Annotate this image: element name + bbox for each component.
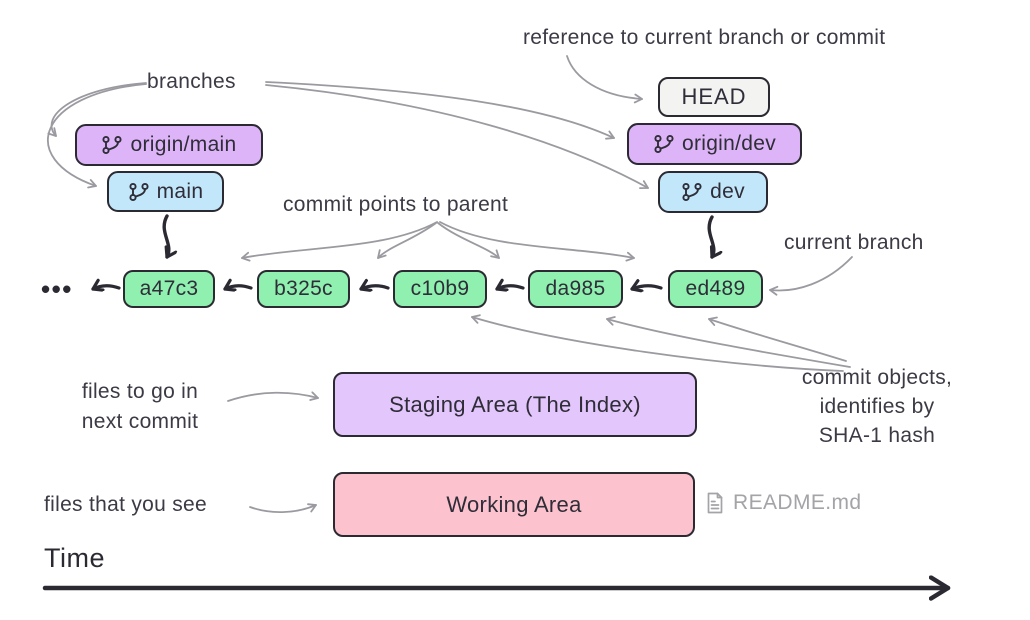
arrow-dev-to-ed489 [707, 215, 714, 259]
git-branch-icon [102, 135, 123, 155]
working-area-box: Working Area [333, 472, 695, 537]
arrow-parent-fork-2 [377, 222, 437, 259]
commit-objects-line-1: commit objects, [801, 366, 953, 389]
arrow-objects-to-da985 [606, 316, 851, 368]
origin-dev-branch-box: origin/dev [627, 123, 802, 165]
commit-box-ed489: ed489 [668, 270, 763, 308]
commit-objects-annotation: commit objects, identifies by SHA-1 hash [777, 363, 977, 450]
arrow-b325c-to-a47c3 [223, 286, 253, 289]
current-branch-annotation: current branch [784, 231, 924, 254]
arrow-files-see-to-working [249, 503, 317, 513]
origin-main-label: origin/main [130, 133, 237, 156]
git-branch-icon [654, 134, 674, 154]
arrow-current-branch-to-ed489 [769, 256, 853, 296]
arrow-objects-to-c10b9 [471, 314, 844, 372]
git-branch-icon [129, 182, 149, 201]
commit-points-annotation: commit points to parent [283, 193, 509, 216]
arrow-main-to-a47c3 [162, 214, 169, 259]
time-axis-label: Time [44, 543, 105, 573]
arrow-files-next-to-staging [227, 391, 319, 402]
arrow-branches-to-origin-dev [265, 81, 615, 140]
arrow-objects-to-ed489 [708, 316, 847, 362]
document-icon [707, 492, 723, 514]
readme-file: README.md [704, 491, 861, 515]
arrow-reference-to-head [566, 55, 643, 104]
commit-objects-line-3: SHA-1 hash [818, 424, 936, 447]
commit-objects-line-2: identifies by [819, 395, 935, 418]
head-label: HEAD [681, 84, 747, 109]
reference-annotation: reference to current branch or commit [523, 26, 886, 49]
files-next-annotation: files to go in next commit [58, 377, 222, 437]
commit-box-b325c: b325c [257, 270, 350, 308]
dev-branch-box: dev [658, 171, 768, 213]
older-commits-ellipsis: ••• [41, 274, 73, 304]
git-branch-icon [682, 182, 702, 202]
main-label: main [156, 179, 204, 203]
commit-box-a47c3: a47c3 [123, 270, 215, 308]
arrow-branches-to-dev [265, 84, 649, 190]
files-next-line-1: files to go in [81, 380, 199, 403]
arrow-parent-fork-1 [241, 221, 438, 262]
commit-box-da985: da985 [528, 270, 623, 308]
arrow-c10b9-to-b325c [359, 286, 390, 289]
files-see-annotation: files that you see [44, 493, 207, 516]
head-ref-box: HEAD [658, 77, 770, 117]
arrow-branches-to-main [47, 83, 147, 189]
arrow-ed489-to-da985 [630, 286, 663, 289]
origin-dev-label: origin/dev [681, 132, 777, 155]
staging-area-box: Staging Area (The Index) [333, 372, 697, 437]
files-next-line-2: next commit [81, 410, 199, 433]
arrow-branches-to-origin-main [47, 82, 147, 137]
dev-label: dev [710, 180, 745, 203]
arrow-da985-to-c10b9 [495, 286, 525, 289]
commit-box-c10b9: c10b9 [393, 270, 487, 308]
readme-label: README.md [733, 491, 862, 514]
arrow-a47c3-to-older [91, 286, 121, 289]
origin-main-branch-box: origin/main [75, 124, 263, 166]
arrow-parent-fork-4 [439, 221, 635, 262]
branches-annotation: branches [147, 70, 236, 93]
main-branch-box: main [107, 171, 224, 212]
arrow-parent-fork-3 [437, 222, 500, 259]
